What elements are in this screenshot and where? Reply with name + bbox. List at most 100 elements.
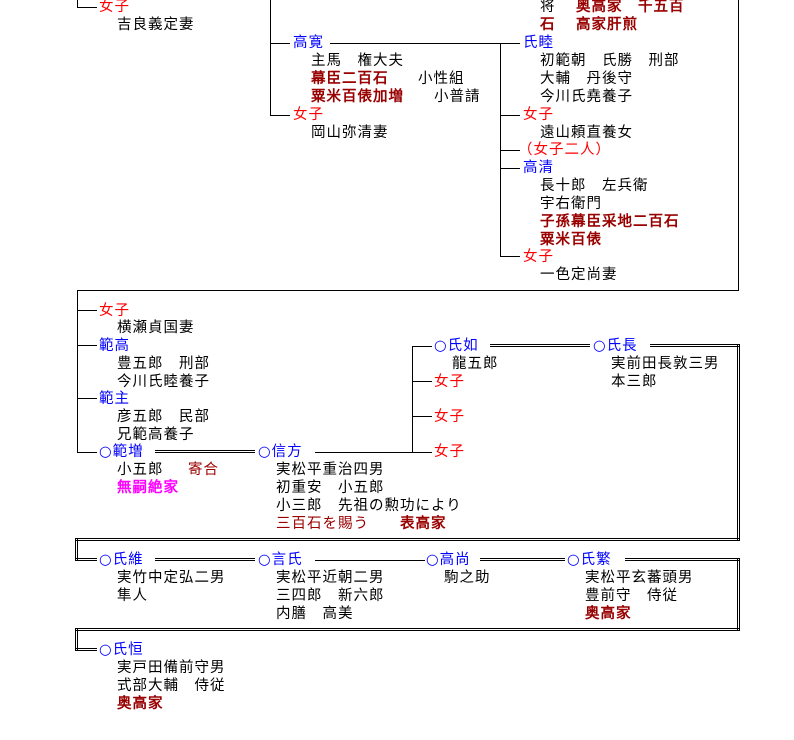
person-stipend: 粟米百俵加増 — [311, 89, 404, 105]
person-status: 無嗣絶家 — [117, 480, 179, 496]
person-note: 今川氏堯養子 — [540, 89, 633, 105]
person-note: 豊五郎 刑部 — [117, 356, 210, 372]
adoption-line — [625, 558, 740, 561]
connector-line — [270, 43, 290, 44]
adoption-line — [75, 558, 97, 561]
person-stipend: 子孫幕臣采地二百石 — [540, 214, 680, 230]
person-note: 横瀬貞国妻 — [117, 320, 195, 336]
person-note: 実松平近朝二男 — [276, 570, 385, 586]
person-note: 大輔 丹後守 — [540, 71, 633, 87]
connector-line — [77, 290, 739, 291]
connector-line — [77, 290, 78, 453]
person-note: 主馬 権大夫 — [311, 53, 404, 69]
person-note: 内膳 高美 — [276, 606, 354, 622]
person-note: 豊前守 侍従 — [585, 588, 678, 604]
person-stipend: 石 — [540, 17, 571, 33]
person-stipend: 粟米百俵 — [540, 232, 602, 248]
person-ujitsuna[interactable]: ○氏維 — [99, 552, 144, 568]
person-note: 岡山弥清妻 — [311, 125, 389, 141]
person-house: 奥高家 — [117, 696, 164, 712]
connector-line — [500, 256, 520, 257]
adoption-line — [75, 628, 740, 631]
adoption-line — [75, 628, 78, 650]
adoption-line — [737, 558, 740, 630]
person-note: 兄範高養子 — [117, 427, 195, 443]
person-tokiuji[interactable]: ○言氏 — [258, 552, 303, 568]
adoption-line — [480, 558, 565, 561]
adoption-line — [75, 538, 78, 560]
person-note: 初範朝 氏勝 刑部 — [540, 53, 680, 69]
person-note: 彦五郎 民部 — [117, 409, 210, 425]
person-note: 将 — [540, 0, 571, 15]
connector-line — [315, 560, 425, 561]
person-takahiro[interactable]: 高寛 — [293, 35, 324, 51]
person-ujinaga[interactable]: ○氏長 — [593, 338, 638, 354]
person-takakiyo[interactable]: 高清 — [523, 160, 554, 176]
connector-line — [500, 150, 520, 151]
person-daughter-okayama: 女子 — [293, 107, 324, 123]
person-note: 隼人 — [117, 588, 148, 604]
adoption-line — [75, 538, 740, 541]
connector-line — [77, 7, 97, 8]
person-house: 奥高家 — [585, 606, 632, 622]
person-nobukata[interactable]: ○信方 — [258, 444, 303, 460]
person-note: 実松平玄蕃頭男 — [585, 570, 694, 586]
person-note: 実松平重治四男 — [276, 462, 385, 478]
person-role: 小普請 — [434, 89, 481, 105]
person-note: 一色定尚妻 — [540, 267, 618, 283]
connector-line — [412, 346, 432, 347]
person-role: 小性組 — [418, 71, 465, 87]
connector-line — [77, 452, 97, 453]
connector-line — [270, 0, 271, 116]
person-note: 小三郎 先祖の勲功により — [276, 498, 462, 514]
person-note: 宇右衛門 — [540, 196, 602, 212]
person-daughter-kira: 女子 — [99, 0, 130, 15]
person-daughter-yokose: 女子 — [99, 303, 130, 319]
connector-line — [412, 381, 432, 382]
adoption-line — [490, 344, 590, 347]
person-daughter-isshiki: 女子 — [523, 249, 554, 265]
person-note: 実戸田備前守男 — [117, 660, 226, 676]
person-ujitsune[interactable]: ○氏恒 — [99, 642, 144, 658]
person-note: 長十郎 左兵衛 — [540, 178, 649, 194]
adoption-line — [155, 450, 255, 453]
connector-line — [77, 310, 97, 311]
person-daughter: 女子 — [434, 374, 465, 390]
connector-line — [315, 452, 415, 453]
person-role: 寄合 — [188, 462, 219, 478]
person-norinushi[interactable]: 範主 — [99, 391, 130, 407]
connector-line — [412, 346, 413, 453]
person-note: 三四郎 新六郎 — [276, 588, 385, 604]
adoption-line — [155, 558, 255, 561]
person-note: 実竹中定弘二男 — [117, 570, 226, 586]
connector-line — [77, 345, 97, 346]
adoption-line — [650, 344, 740, 347]
person-ujishige[interactable]: ○氏繁 — [567, 552, 612, 568]
person-note: 駒之助 — [444, 570, 491, 586]
person-two-daughters: （女子二人） — [518, 142, 611, 158]
person-daughter: 女子 — [434, 444, 465, 460]
adoption-line — [737, 344, 740, 540]
person-stipend: 奥高家 千五百 — [576, 0, 685, 15]
person-note: 遠山頼直養女 — [540, 125, 633, 141]
person-note: 今川氏睦養子 — [117, 374, 210, 390]
adoption-line — [75, 648, 97, 651]
person-stipend: 高家肝煎 — [576, 17, 638, 33]
connector-line — [412, 416, 432, 417]
person-ujimutsu[interactable]: 氏睦 — [523, 35, 554, 51]
person-ujiyuki[interactable]: ○氏如 — [434, 338, 479, 354]
person-house: 表高家 — [400, 516, 447, 532]
connector-line — [738, 0, 739, 291]
person-takanao[interactable]: ○高尚 — [426, 552, 471, 568]
person-note: 龍五郎 — [452, 356, 499, 372]
connector-line — [500, 168, 520, 169]
person-note: 吉良義定妻 — [117, 17, 195, 33]
connector-line — [77, 0, 78, 8]
person-noritaka[interactable]: 範高 — [99, 338, 130, 354]
connector-line — [330, 43, 520, 44]
person-note: 本三郎 — [611, 374, 658, 390]
connector-line — [500, 115, 520, 116]
connector-line — [77, 398, 97, 399]
person-note: 実前田長敦三男 — [611, 356, 720, 372]
person-norimasu[interactable]: ○範増 — [99, 444, 144, 460]
